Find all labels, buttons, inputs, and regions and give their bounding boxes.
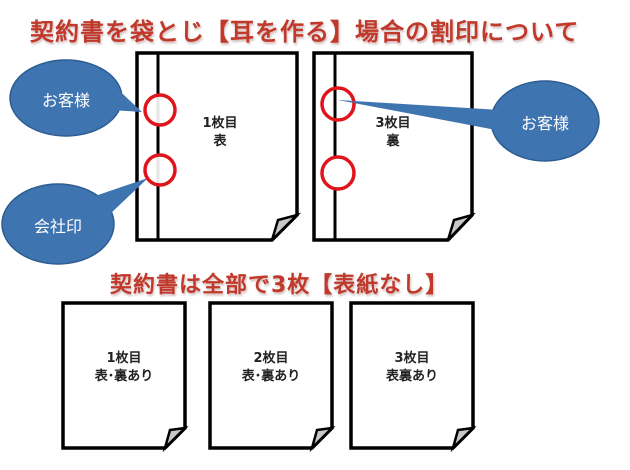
callout-customer-right	[338, 80, 600, 162]
callout-company-seal	[1, 178, 148, 265]
callout-customer-left	[9, 59, 142, 137]
top-left-page-label: 1枚目 表	[202, 116, 238, 149]
bottom-page-3	[349, 301, 477, 453]
callout-label-company-seal: 会社印	[33, 217, 82, 236]
page-curl-icon	[309, 426, 336, 453]
bottom-page-1-label: 1枚目 表･裏あり	[94, 351, 154, 384]
seal-circle-icon	[320, 155, 356, 191]
top-left-page	[135, 51, 302, 242]
bottom-page-2	[208, 301, 336, 453]
page-curl-icon	[450, 426, 477, 453]
bottom-page-3-label: 3枚目 表裏あり	[385, 351, 438, 384]
bottom-page-1	[61, 301, 189, 453]
callout-label-customer-right: お客様	[520, 114, 569, 133]
page-curl-icon	[270, 212, 302, 241]
diagram-subtitle: 契約書は全部で3枚【表紙なし】	[110, 273, 449, 298]
seal-circle-icon	[143, 153, 177, 187]
seal-circle-icon	[320, 86, 356, 122]
top-right-page-label: 3枚目 裏	[375, 116, 411, 149]
page-curl-icon	[162, 426, 189, 453]
callout-label-customer-left: お客様	[41, 91, 90, 110]
seal-circle-icon	[143, 93, 177, 127]
page-curl-icon	[446, 212, 477, 241]
diagram-title: 契約書を袋とじ【耳を作る】場合の割印について	[30, 18, 580, 46]
bottom-page-2-label: 2枚目 表･裏あり	[241, 351, 301, 384]
